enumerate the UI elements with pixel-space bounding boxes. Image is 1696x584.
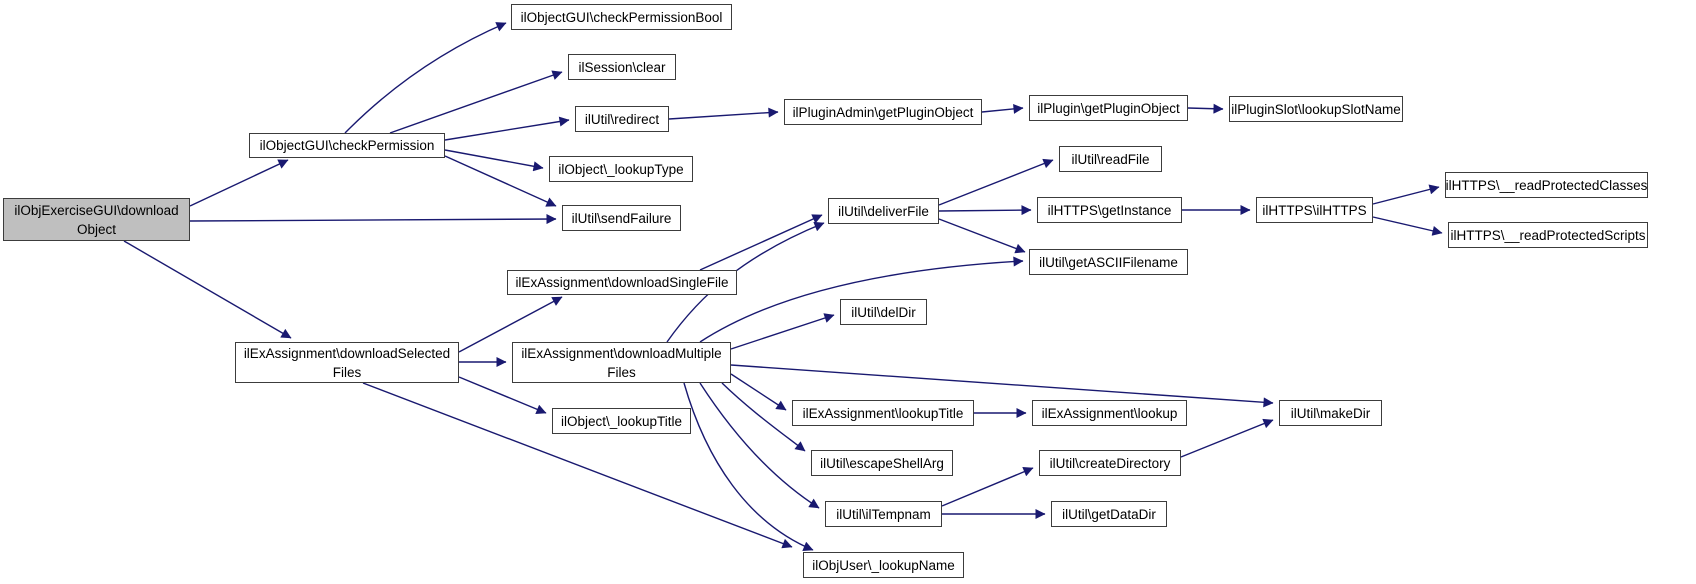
graph-node-checkPermission[interactable]: ilObjectGUI\checkPermission [249, 133, 445, 158]
graph-node-label: ilExAssignment\downloadMultiple [521, 345, 722, 361]
edge-downloadMultipleFiles-to-exLookupTitle [730, 373, 787, 411]
graph-node-label: ilUtil\ilTempnam [836, 506, 931, 522]
graph-node-label: ilUtil\readFile [1071, 151, 1150, 167]
graph-node-downloadSingleFile[interactable]: ilExAssignment\downloadSingleFile [507, 270, 737, 295]
graph-node-label: ilObject\_lookupType [558, 161, 684, 177]
graph-node-httpsGetInstance[interactable]: ilHTTPS\getInstance [1037, 197, 1182, 223]
edge-deliverFile-to-getASCIIFilename [938, 218, 1026, 254]
graph-node-readProtectedClasses[interactable]: ilHTTPS\__readProtectedClasses [1445, 172, 1648, 198]
graph-node-label: ilUtil\getASCIIFilename [1039, 254, 1178, 270]
graph-node-label: ilPlugin\getPluginObject [1037, 100, 1180, 116]
graph-node-exLookupTitle[interactable]: ilExAssignment\lookupTitle [792, 400, 974, 426]
graph-node-label: ilObjUser\_lookupName [812, 557, 955, 573]
graph-node-exLookup[interactable]: ilExAssignment\lookup [1032, 400, 1187, 426]
graph-node-label: ilUtil\deliverFile [838, 203, 929, 219]
graph-node-lookupType[interactable]: ilObject\_lookupType [549, 156, 693, 182]
graph-node-label: ilHTTPS\getInstance [1047, 202, 1172, 218]
edge-pluginGetPluginObject-to-lookupSlotName [1187, 103, 1224, 114]
graph-node-label: ilExAssignment\lookup [1041, 405, 1178, 421]
edge-downloadSelectedFiles-to-downloadSingleFile [458, 296, 563, 353]
graph-node-getDataDir[interactable]: ilUtil\getDataDir [1051, 501, 1167, 527]
graph-node-label: ilUtil\escapeShellArg [820, 455, 944, 471]
graph-node-label: ilUtil\redirect [584, 111, 660, 127]
graph-node-objLookupTitle[interactable]: ilObject\_lookupTitle [552, 408, 691, 434]
graph-node-label: ilSession\clear [578, 59, 666, 75]
graph-node-getASCIIFilename[interactable]: ilUtil\getASCIIFilename [1029, 249, 1188, 275]
graph-node-createDirectory[interactable]: ilUtil\createDirectory [1039, 450, 1181, 476]
edge-downloadMultipleFiles-to-delDir [730, 313, 835, 350]
graph-node-label: ilExAssignment\downloadSelected [243, 345, 451, 361]
edge-downloadSingleFile-to-deliverFile [699, 214, 823, 271]
edge-deliverFile-to-httpsGetInstance [938, 205, 1032, 216]
graph-node-readProtectedScripts[interactable]: ilHTTPS\__readProtectedScripts [1448, 222, 1648, 248]
edge-downloadSelectedFiles-to-objUserLookupName [362, 382, 793, 549]
graph-node-label: ilPluginSlot\lookupSlotName [1231, 101, 1401, 117]
graph-node-makeDir[interactable]: ilUtil\makeDir [1279, 400, 1382, 426]
graph-node-label: Files [607, 364, 636, 380]
edge-checkPermission-to-checkPermissionBool [344, 22, 507, 134]
graph-node-label: ilObjectGUI\checkPermissionBool [520, 9, 723, 25]
edge-group [123, 22, 1443, 551]
edge-downloadMultipleFiles-to-escapeShellArg [721, 382, 806, 452]
graph-node-label: Files [332, 364, 362, 380]
graph-node-sessionClear[interactable]: ilSession\clear [568, 54, 676, 80]
graph-node-objUserLookupName[interactable]: ilObjUser\_lookupName [803, 552, 964, 578]
graph-node-pluginGetPluginObject[interactable]: ilPlugin\getPluginObject [1029, 95, 1188, 121]
edge-downloadObject-to-sendFailure [189, 214, 557, 225]
graph-node-delDir[interactable]: ilUtil\delDir [840, 299, 927, 325]
graph-node-escapeShellArg[interactable]: ilUtil\escapeShellArg [811, 450, 953, 476]
graph-node-pluginAdminGetPluginObject[interactable]: ilPluginAdmin\getPluginObject [784, 99, 982, 125]
graph-node-label: ilHTTPS\ilHTTPS [1262, 202, 1367, 218]
graph-node-sendFailure[interactable]: ilUtil\sendFailure [562, 205, 681, 231]
graph-node-deliverFile[interactable]: ilUtil\deliverFile [828, 198, 939, 224]
graph-node-ilHTTPS[interactable]: ilHTTPS\ilHTTPS [1256, 197, 1373, 223]
edge-checkPermission-to-sessionClear [389, 70, 563, 134]
edge-checkPermission-to-redirect [444, 116, 570, 141]
graph-node-label: ilExAssignment\lookupTitle [802, 405, 964, 421]
edge-ilHTTPS-to-readProtectedScripts [1372, 216, 1443, 236]
graph-node-label: ilObjectGUI\checkPermission [259, 138, 435, 153]
edge-downloadMultipleFiles-to-getASCIIFilename [699, 256, 1024, 343]
graph-node-label: ilUtil\createDirectory [1049, 455, 1171, 471]
graph-node-redirect[interactable]: ilUtil\redirect [575, 106, 669, 132]
graph-node-readFile[interactable]: ilUtil\readFile [1059, 146, 1162, 172]
edge-checkPermission-to-lookupType [444, 149, 544, 172]
edge-ilHTTPS-to-readProtectedClasses [1372, 184, 1440, 205]
edge-downloadObject-to-checkPermission [189, 159, 289, 207]
edge-downloadMultipleFiles-to-ilTempnam [699, 382, 820, 509]
graph-node-checkPermissionBool[interactable]: ilObjectGUI\checkPermissionBool [511, 4, 732, 30]
edge-downloadSelectedFiles-to-objLookupTitle [458, 376, 547, 414]
edge-checkPermission-to-sendFailure [444, 155, 557, 207]
graph-node-label: ilUtil\delDir [851, 304, 916, 320]
edge-downloadMultipleFiles-to-makeDir [730, 364, 1274, 408]
edge-ilTempnam-to-createDirectory [941, 467, 1034, 507]
edge-redirect-to-pluginAdminGetPluginObject [668, 107, 779, 120]
graph-node-label: ilExAssignment\downloadSingleFile [515, 275, 729, 290]
graph-node-label: ilUtil\sendFailure [571, 210, 672, 226]
graph-node-label: ilPluginAdmin\getPluginObject [792, 104, 974, 120]
graph-node-label: ilUtil\makeDir [1290, 405, 1371, 421]
edge-createDirectory-to-makeDir [1180, 418, 1274, 458]
edge-deliverFile-to-readFile [938, 158, 1054, 206]
graph-node-label: ilObjExerciseGUI\download [14, 202, 179, 218]
edge-downloadObject-to-downloadSelectedFiles [123, 240, 292, 339]
graph-node-label: ilUtil\getDataDir [1062, 506, 1156, 522]
graph-node-label: ilHTTPS\__readProtectedScripts [1450, 227, 1646, 243]
edge-pluginAdminGetPluginObject-to-pluginGetPluginObject [981, 103, 1024, 114]
graph-node-lookupSlotName[interactable]: ilPluginSlot\lookupSlotName [1229, 96, 1403, 122]
graph-node-label: Object [76, 221, 117, 237]
edge-downloadMultipleFiles-to-objUserLookupName [683, 382, 814, 551]
graph-node-label: ilHTTPS\__readProtectedClasses [1445, 177, 1648, 193]
graph-node-ilTempnam[interactable]: ilUtil\ilTempnam [825, 501, 942, 527]
graph-node-label: ilObject\_lookupTitle [560, 413, 683, 429]
